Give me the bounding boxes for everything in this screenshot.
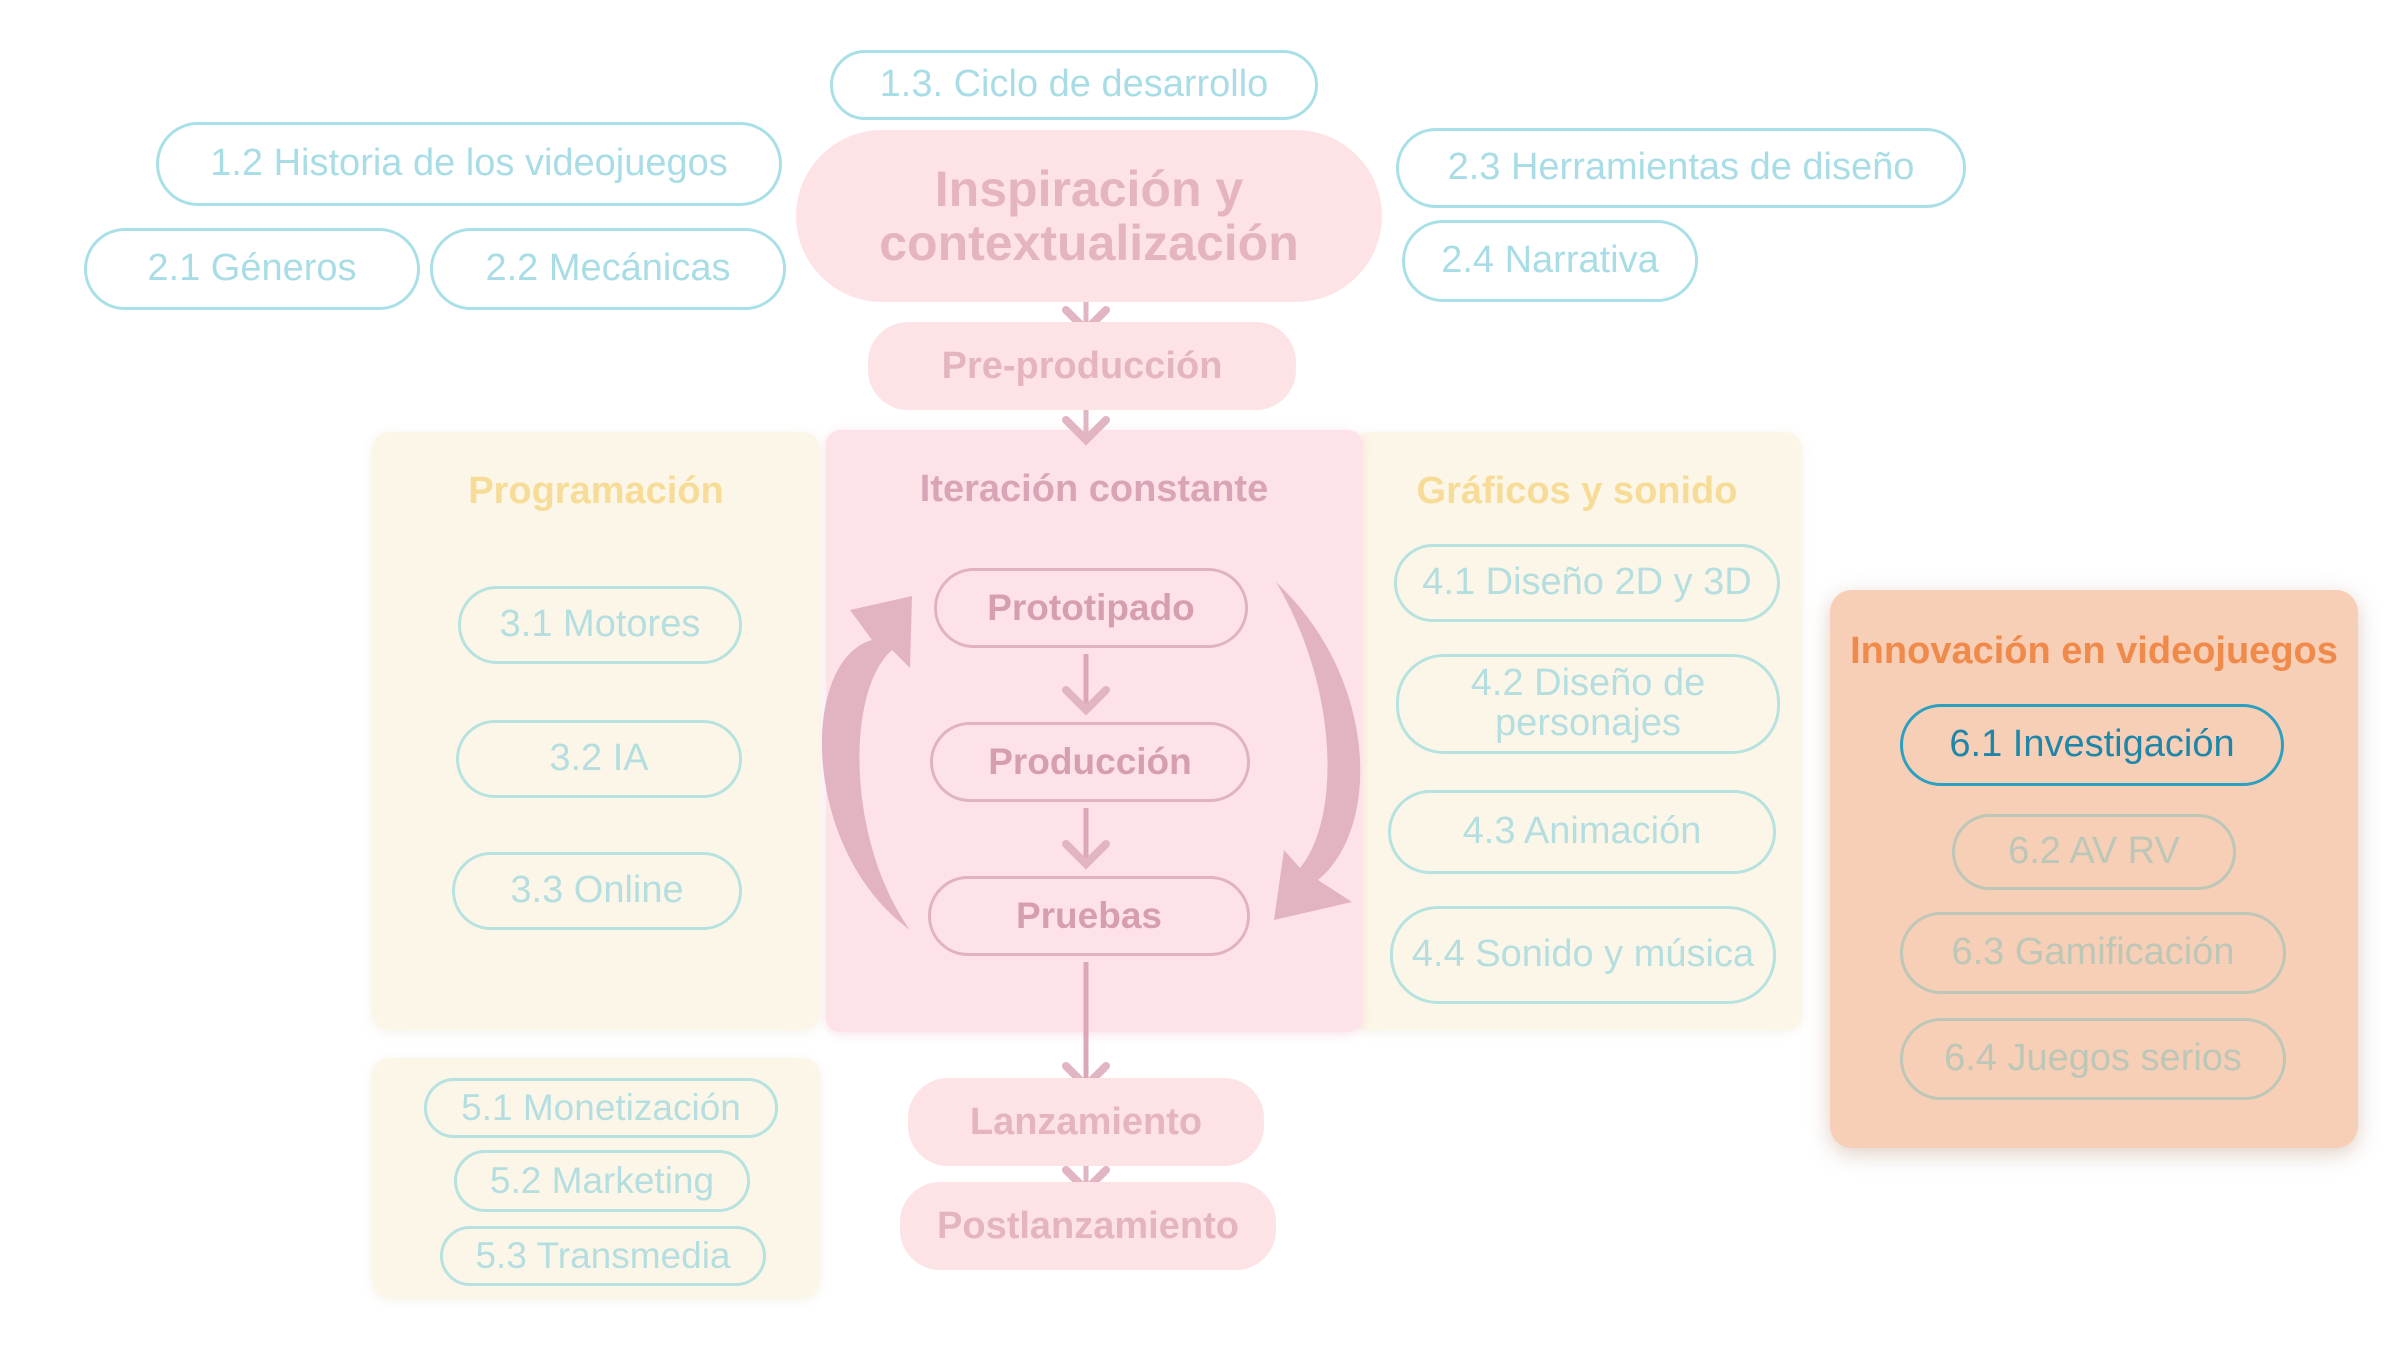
- step-produccion[interactable]: Producción: [930, 722, 1250, 802]
- neg-marketing[interactable]: 5.2 Marketing: [454, 1150, 750, 1212]
- stage-inspiracion[interactable]: Inspiración y contextualización: [796, 130, 1382, 302]
- innov-av-rv[interactable]: 6.2 AV RV: [1952, 814, 2236, 890]
- step-pruebas[interactable]: Pruebas: [928, 876, 1250, 956]
- graf-diseno-2d-3d[interactable]: 4.1 Diseño 2D y 3D: [1394, 544, 1780, 622]
- innov-gamificacion[interactable]: 6.3 Gamificación: [1900, 912, 2286, 994]
- innovacion-title: Innovación en videojuegos: [1850, 629, 2338, 672]
- prog-online[interactable]: 3.3 Online: [452, 852, 742, 930]
- topic-narrativa[interactable]: 2.4 Narrativa: [1402, 220, 1698, 302]
- graf-animacion[interactable]: 4.3 Animación: [1388, 790, 1776, 874]
- neg-transmedia[interactable]: 5.3 Transmedia: [440, 1226, 766, 1286]
- topic-ciclo-desarrollo[interactable]: 1.3. Ciclo de desarrollo: [830, 50, 1318, 120]
- topic-mecanicas[interactable]: 2.2 Mecánicas: [430, 228, 786, 310]
- cycle-arrow-left: [822, 596, 912, 930]
- stage-lanzamiento[interactable]: Lanzamiento: [908, 1078, 1264, 1166]
- step-prototipado[interactable]: Prototipado: [934, 568, 1248, 648]
- innov-juegos-serios[interactable]: 6.4 Juegos serios: [1900, 1018, 2286, 1100]
- neg-monetizacion[interactable]: 5.1 Monetización: [424, 1078, 778, 1138]
- topic-herramientas[interactable]: 2.3 Herramientas de diseño: [1396, 128, 1966, 208]
- programacion-title: Programación: [468, 469, 724, 512]
- stage-postlanzamiento[interactable]: Postlanzamiento: [900, 1182, 1276, 1270]
- iteration-panel: [826, 430, 1362, 1032]
- graf-diseno-personajes[interactable]: 4.2 Diseño de personajes: [1396, 654, 1780, 754]
- iteration-title: Iteración constante: [919, 467, 1269, 510]
- topic-generos[interactable]: 2.1 Géneros: [84, 228, 420, 310]
- graficos-title: Gráficos y sonido: [1416, 469, 1738, 512]
- graf-sonido-musica[interactable]: 4.4 Sonido y música: [1390, 906, 1776, 1004]
- programacion-panel: [372, 432, 820, 1030]
- innov-investigacion[interactable]: 6.1 Investigación: [1900, 704, 2284, 786]
- stage-preproduccion[interactable]: Pre-producción: [868, 322, 1296, 410]
- prog-motores[interactable]: 3.1 Motores: [458, 586, 742, 664]
- topic-historia[interactable]: 1.2 Historia de los videojuegos: [156, 122, 782, 206]
- cycle-arrow-right: [1274, 582, 1361, 920]
- prog-ia[interactable]: 3.2 IA: [456, 720, 742, 798]
